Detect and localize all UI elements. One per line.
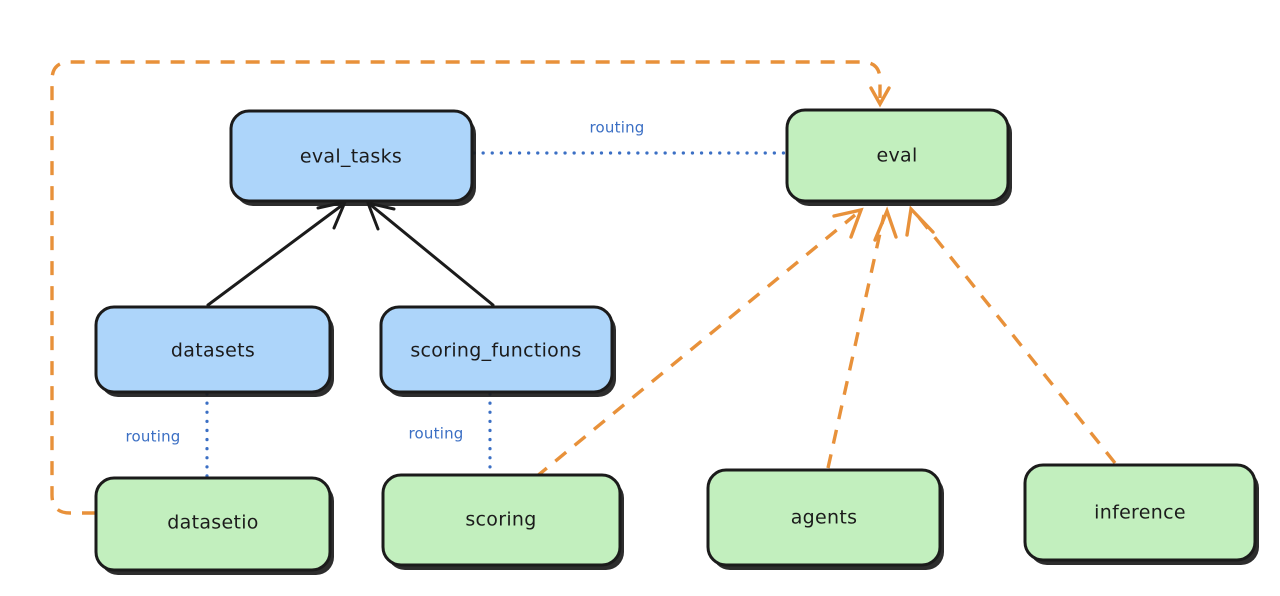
node-datasets-box xyxy=(94,305,332,394)
edge-label-routing-datasetio: routing xyxy=(126,428,181,446)
node-datasetio-box xyxy=(94,476,332,572)
node-inference[interactable]: inference xyxy=(1023,463,1259,565)
edge-group-routing xyxy=(205,151,787,479)
node-eval-box xyxy=(785,108,1010,203)
edge-label-routing-scoring: routing xyxy=(409,425,464,443)
node-inference-box xyxy=(1023,463,1257,562)
node-datasets[interactable]: datasets xyxy=(94,305,334,397)
node-scoring_functions[interactable]: scoring_functions xyxy=(379,305,616,397)
node-datasets-label: datasets xyxy=(171,340,255,362)
node-inference-label: inference xyxy=(1094,502,1186,524)
node-scoring-box xyxy=(381,473,622,567)
edge-label-group: routing routing routing xyxy=(126,119,645,446)
node-datasetio[interactable]: datasetio xyxy=(94,476,334,575)
edge-group-solid xyxy=(206,199,495,307)
edge-datasets-to-eval_tasks[interactable] xyxy=(206,199,348,307)
node-scoring_functions-label: scoring_functions xyxy=(410,340,581,362)
edge-scoring_functions-to-eval_tasks[interactable] xyxy=(365,200,495,307)
edge-inference-to-eval[interactable] xyxy=(905,205,1117,465)
node-datasetio-label: datasetio xyxy=(167,512,258,534)
edge-scoring-to-eval[interactable] xyxy=(534,207,864,479)
node-eval-label: eval xyxy=(876,145,917,167)
node-scoring[interactable]: scoring xyxy=(381,473,624,570)
node-eval[interactable]: eval xyxy=(785,108,1012,206)
edge-label-routing-eval: routing xyxy=(590,119,645,137)
node-scoring-label: scoring xyxy=(465,509,536,531)
node-scoring_functions-box xyxy=(379,305,614,394)
node-agents-label: agents xyxy=(791,507,858,529)
edge-agents-to-eval[interactable] xyxy=(826,206,898,469)
node-eval_tasks[interactable]: eval_tasks xyxy=(229,109,476,206)
node-agents[interactable]: agents xyxy=(706,468,944,570)
edge-group-dependency xyxy=(50,60,1117,515)
edge-datasetio-to-eval[interactable] xyxy=(50,60,891,515)
node-group: eval_tasks eval datasets scoring_functio… xyxy=(94,108,1259,575)
node-eval_tasks-box xyxy=(229,109,474,203)
node-agents-box xyxy=(706,468,942,567)
node-eval_tasks-label: eval_tasks xyxy=(300,146,402,168)
